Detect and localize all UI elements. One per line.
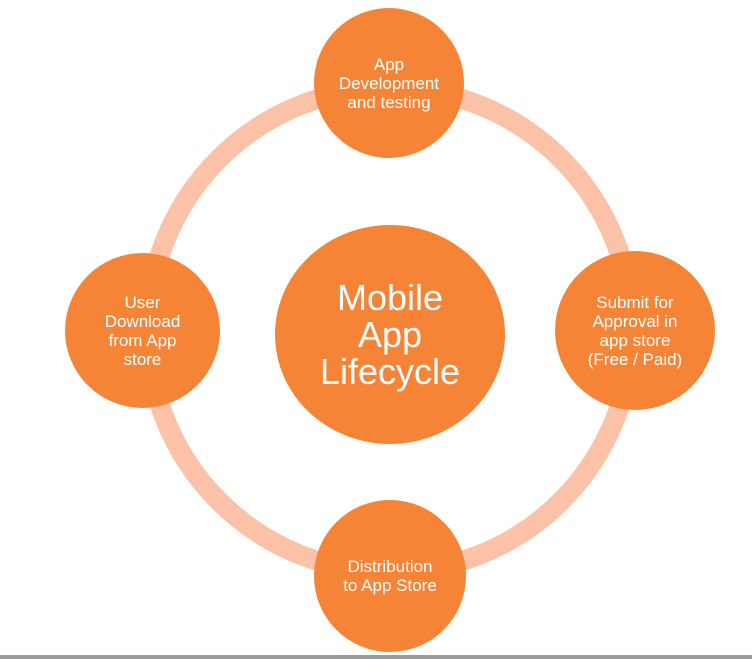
node-distribution-label: Distribution to App Store: [343, 557, 437, 595]
node-user-download-label: User Download from App store: [104, 292, 181, 369]
bottom-divider: [0, 655, 752, 659]
node-submit-approval: Submit for Approval in app store (Free /…: [555, 251, 715, 410]
node-distribution: Distribution to App Store: [314, 500, 466, 652]
node-app-development: App Development and testing: [314, 8, 464, 158]
node-user-download: User Download from App store: [65, 253, 220, 408]
center-node-label: Mobile App Lifecycle: [319, 277, 461, 392]
node-submit-approval-label: Submit for Approval in app store (Free /…: [587, 292, 683, 369]
node-app-development-label: App Development and testing: [338, 54, 440, 112]
center-node: Mobile App Lifecycle: [275, 225, 505, 444]
